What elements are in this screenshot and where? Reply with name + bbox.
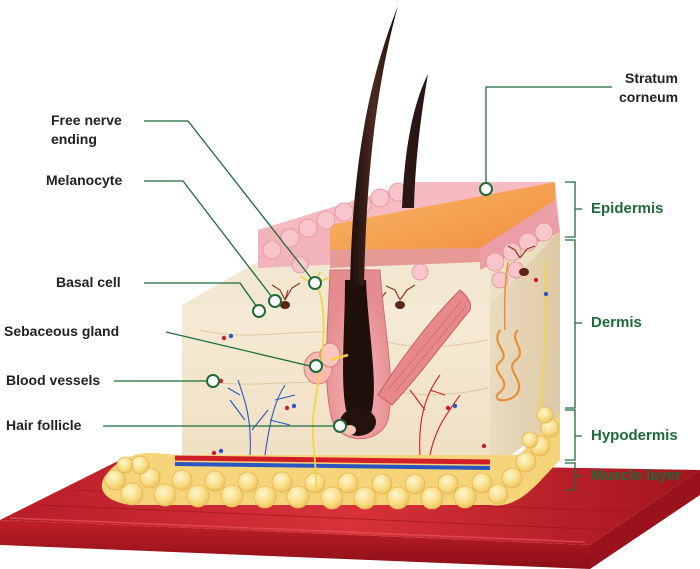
leader-melanocyte — [144, 180, 276, 302]
label-free-nerve-ending-line2: ending — [51, 131, 97, 147]
marker-hair-follicle — [333, 419, 347, 433]
label-dermis: Dermis — [591, 314, 642, 331]
hair-shafts — [350, 6, 428, 285]
label-stratum-corneum-line1: Stratum — [625, 70, 678, 86]
leader-lines — [103, 86, 612, 427]
label-hair-follicle: Hair follicle — [6, 417, 82, 433]
hair-follicle-illustration — [303, 269, 392, 440]
label-epidermis: Epidermis — [591, 200, 664, 217]
label-free-nerve-ending-line1: Free nerve — [51, 112, 122, 128]
marker-free-nerve — [308, 276, 322, 290]
capillary-branches — [227, 374, 461, 456]
marker-stratum — [479, 182, 493, 196]
leader-sebaceous — [165, 331, 311, 367]
layer-brackets — [565, 181, 582, 491]
marker-blood-vessels — [206, 374, 220, 388]
blood-cells — [211, 277, 549, 456]
sweat-gland-coil — [495, 261, 522, 402]
callout-markers — [206, 182, 493, 433]
marker-basal-cell — [252, 304, 266, 318]
label-basal-cell: Basal cell — [56, 274, 121, 290]
marker-sebaceous — [309, 359, 323, 373]
label-sebaceous-gland: Sebaceous gland — [4, 323, 120, 339]
leader-basal-cell — [144, 282, 260, 311]
label-stratum-corneum-line2: corneum — [619, 89, 679, 105]
leader-stratum — [485, 86, 612, 189]
label-muscle-layer: Muscle layer — [591, 467, 682, 484]
bracket-epidermis — [565, 181, 582, 238]
bracket-hypodermis — [565, 409, 582, 461]
arrector-pili-muscle — [377, 289, 471, 406]
leader-free-nerve — [144, 120, 316, 284]
bracket-muscle — [565, 462, 582, 491]
epidermis-block — [258, 182, 560, 309]
label-hypodermis: Hypodermis — [591, 427, 678, 444]
label-melanocyte: Melanocyte — [46, 172, 123, 188]
label-blood-vessels: Blood vessels — [6, 372, 101, 388]
bracket-dermis — [565, 239, 582, 409]
blood-vessel-band — [174, 455, 491, 470]
marker-melanocyte — [268, 294, 282, 308]
